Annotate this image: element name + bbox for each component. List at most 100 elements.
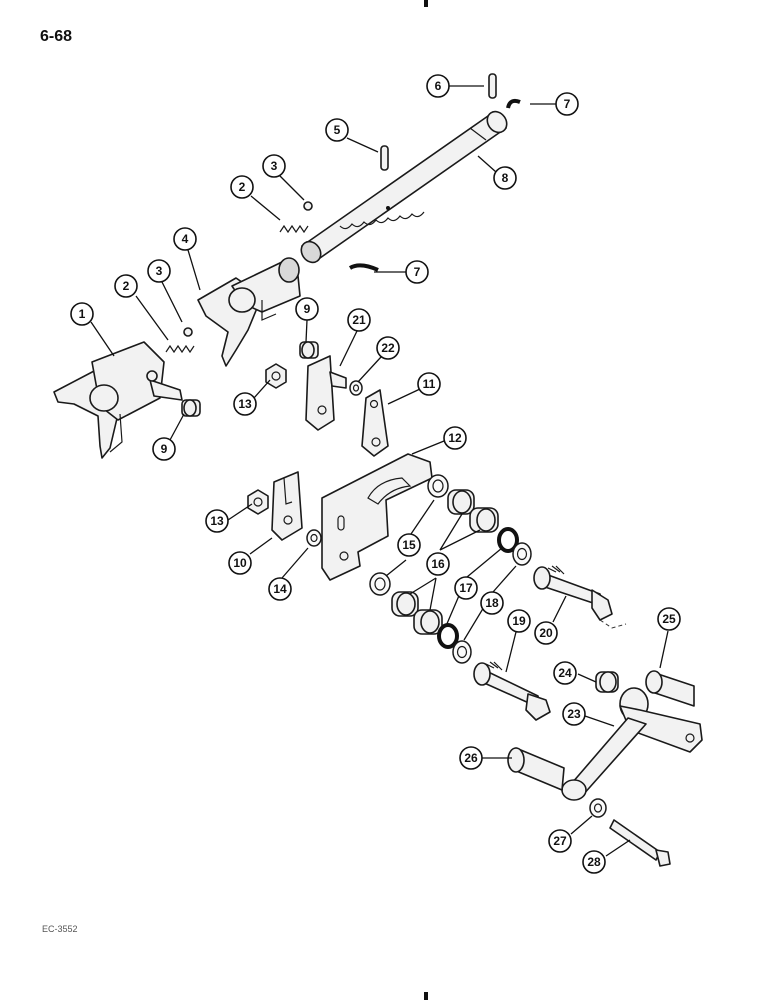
svg-text:13: 13: [238, 397, 252, 411]
callout-2-lower: 2: [114, 274, 138, 298]
svg-text:6: 6: [435, 79, 442, 93]
part-13-nut-lower: [247, 489, 269, 515]
page-number: 6-68: [40, 28, 73, 45]
callout-14: 14: [268, 577, 292, 601]
part-10-lever-plate: [271, 471, 303, 541]
callout-24: 24: [553, 661, 577, 685]
svg-text:15: 15: [402, 538, 416, 552]
svg-text:12: 12: [448, 431, 462, 445]
part-9-bushing-left: [181, 399, 201, 417]
svg-text:23: 23: [567, 707, 581, 721]
svg-text:14: 14: [273, 582, 287, 596]
callout-15: 15: [397, 533, 421, 557]
svg-text:25: 25: [662, 612, 676, 626]
part-24-bushing: [595, 671, 619, 693]
callout-25: 25: [657, 607, 681, 631]
svg-text:2: 2: [123, 279, 130, 293]
callout-11: 11: [417, 372, 441, 396]
callout-8: 8: [493, 166, 517, 190]
part-16-bushing-a: [447, 489, 475, 515]
svg-text:9: 9: [304, 302, 311, 316]
registration-mark-top: [424, 0, 428, 7]
part-8-shift-rail: [300, 110, 508, 264]
svg-text:7: 7: [414, 265, 421, 279]
part-12-gate-plate: [321, 453, 433, 581]
callout-3-lower: 3: [147, 259, 171, 283]
callout-9-left: 9: [152, 437, 176, 461]
callout-23: 23: [562, 702, 586, 726]
svg-text:28: 28: [587, 855, 601, 869]
part-16-bushing-c: [391, 591, 419, 617]
callout-18: 18: [480, 591, 504, 615]
part-2-spring-upper: [279, 224, 309, 234]
svg-text:11: 11: [423, 377, 436, 391]
part-2-spring-lower: [165, 344, 195, 354]
svg-text:17: 17: [459, 581, 473, 595]
callout-7-lower: 7: [405, 260, 429, 284]
part-28-bolt: [609, 819, 671, 867]
callout-3-upper: 3: [262, 154, 286, 178]
part-3-ball-upper: [303, 201, 313, 211]
svg-text:21: 21: [352, 313, 366, 327]
svg-text:27: 27: [553, 834, 567, 848]
callout-12: 12: [443, 426, 467, 450]
part-21-lever-plate: [305, 355, 347, 431]
svg-text:1: 1: [79, 307, 86, 321]
callout-7-upper: 7: [555, 92, 579, 116]
callout-21: 21: [347, 308, 371, 332]
part-14-washer: [306, 529, 322, 547]
part-15-washer-upper: [427, 474, 449, 498]
svg-text:16: 16: [431, 557, 445, 571]
part-6-pin: [488, 73, 497, 99]
callout-27: 27: [548, 829, 572, 853]
part-26-tube: [507, 747, 565, 791]
registration-mark-bottom: [424, 992, 428, 1000]
callout-2-upper: 2: [230, 175, 254, 199]
svg-text:3: 3: [156, 264, 163, 278]
svg-text:13: 13: [210, 514, 224, 528]
part-17-o-ring-lower: [437, 623, 459, 649]
svg-text:19: 19: [512, 614, 526, 628]
callout-13-lower: 13: [205, 509, 229, 533]
svg-text:26: 26: [464, 751, 478, 765]
part-18-washer-upper: [512, 542, 532, 566]
part-19-splined-shaft: [473, 661, 551, 721]
part-7-retaining-ring-lower: [348, 263, 379, 272]
figure-code: EC-3552: [42, 924, 78, 934]
part-3-ball-lower: [183, 327, 193, 337]
part-27-washer: [589, 798, 607, 818]
callout-4: 4: [173, 227, 197, 251]
part-1-shift-fork: [53, 341, 183, 459]
svg-text:3: 3: [271, 159, 278, 173]
part-22-washer: [349, 380, 363, 396]
callout-9-right: 9: [295, 297, 319, 321]
part-20-splined-shaft: [533, 565, 627, 629]
part-17-o-ring-upper: [497, 527, 519, 553]
svg-text:18: 18: [485, 596, 499, 610]
part-18-washer-lower: [452, 640, 472, 664]
svg-text:2: 2: [239, 180, 246, 194]
part-23-crank-lever: [561, 687, 703, 801]
callout-19: 19: [507, 609, 531, 633]
svg-text:5: 5: [334, 123, 341, 137]
svg-text:20: 20: [539, 626, 553, 640]
svg-text:9: 9: [161, 442, 168, 456]
svg-text:4: 4: [182, 232, 189, 246]
part-25-tube: [645, 670, 695, 707]
svg-text:24: 24: [558, 666, 572, 680]
part-16-bushing-d: [413, 609, 443, 635]
callout-26: 26: [459, 746, 483, 770]
part-5-pin: [380, 145, 389, 171]
callout-5: 5: [325, 118, 349, 142]
svg-text:22: 22: [381, 341, 395, 355]
part-13-nut-upper: [265, 363, 287, 389]
part-4-shift-fork: [197, 257, 301, 367]
callout-16: 16: [426, 552, 450, 576]
svg-text:7: 7: [564, 97, 571, 111]
callout-6: 6: [426, 74, 450, 98]
callout-10: 10: [228, 551, 252, 575]
callout-17: 17: [454, 576, 478, 600]
part-9-bushing-right: [299, 341, 319, 359]
svg-text:8: 8: [502, 171, 509, 185]
